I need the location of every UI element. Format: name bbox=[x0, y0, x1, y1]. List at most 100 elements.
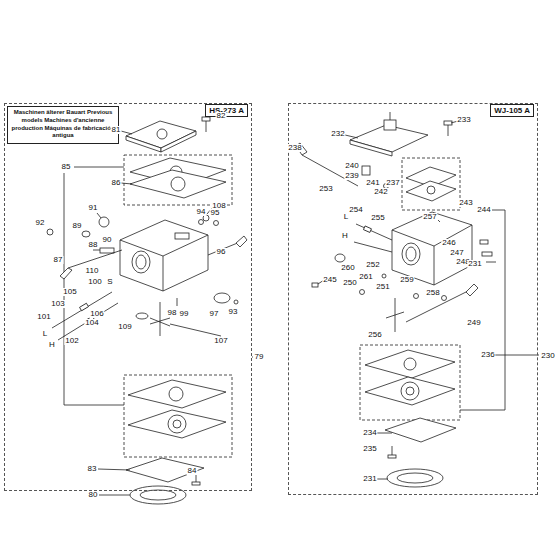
callout-number: 235 bbox=[362, 445, 377, 453]
callout-number: 92 bbox=[35, 219, 46, 227]
part-outline bbox=[100, 248, 114, 253]
callout-number: 251 bbox=[375, 283, 390, 291]
part-outline bbox=[68, 250, 122, 268]
part-outline bbox=[466, 284, 478, 296]
part-outline bbox=[460, 210, 505, 410]
callout-number: 87 bbox=[53, 256, 64, 264]
part-outline bbox=[163, 256, 164, 291]
callout-number: 83 bbox=[87, 465, 98, 473]
part-outline bbox=[388, 455, 396, 458]
callout-number: 249 bbox=[466, 319, 481, 327]
part-outline bbox=[136, 255, 146, 269]
part-outline bbox=[136, 313, 148, 319]
part-outline bbox=[58, 303, 118, 340]
callout-number: 97 bbox=[209, 310, 220, 318]
callout-number: 246 bbox=[441, 239, 456, 247]
part-outline bbox=[214, 293, 230, 303]
part-outline bbox=[406, 290, 470, 322]
callout-number: 98 bbox=[167, 309, 178, 317]
callout-number: 84 bbox=[187, 467, 198, 475]
part-outline bbox=[236, 236, 247, 247]
callout-number: 100 bbox=[87, 278, 102, 286]
callout-number: 96 bbox=[216, 248, 227, 256]
callout-number: 236 bbox=[480, 351, 495, 359]
part-outline bbox=[99, 217, 109, 227]
callout-number: L bbox=[343, 213, 349, 221]
callout-number: 239 bbox=[344, 172, 359, 180]
part-outline bbox=[157, 129, 167, 139]
right-carburetor bbox=[296, 112, 539, 487]
part-outline bbox=[121, 183, 132, 184]
part-outline bbox=[387, 469, 443, 487]
part-outline bbox=[52, 292, 112, 328]
part-outline bbox=[438, 220, 440, 222]
part-outline bbox=[98, 469, 130, 470]
part-outline bbox=[126, 458, 204, 482]
part-outline bbox=[365, 377, 455, 405]
part-outline bbox=[168, 415, 186, 433]
callout-number: 257 bbox=[422, 213, 437, 221]
part-outline bbox=[362, 166, 370, 175]
callout-number: 232 bbox=[330, 130, 345, 138]
part-outline bbox=[160, 302, 161, 336]
part-outline bbox=[392, 225, 472, 246]
callout-number: 231 bbox=[362, 475, 377, 483]
callout-number: 233 bbox=[456, 116, 471, 124]
part-outline bbox=[377, 479, 388, 480]
model-tab: HS-273 A bbox=[205, 104, 248, 117]
part-outline bbox=[124, 375, 232, 457]
callout-number: 243 bbox=[458, 199, 473, 207]
callout-number: 86 bbox=[111, 179, 122, 187]
part-outline bbox=[335, 254, 345, 262]
part-outline bbox=[171, 177, 185, 191]
model-tab: WJ-105 A bbox=[490, 104, 534, 117]
callout-number: 258 bbox=[425, 289, 440, 297]
callout-number: H bbox=[341, 232, 349, 240]
part-outline bbox=[130, 170, 226, 198]
part-outline bbox=[175, 233, 189, 239]
callout-number: 80 bbox=[88, 491, 99, 499]
part-outline bbox=[128, 410, 226, 438]
model-name: HS-273 A bbox=[209, 106, 244, 115]
part-outline bbox=[404, 358, 416, 370]
callout-number: 102 bbox=[64, 337, 79, 345]
part-outline bbox=[486, 262, 496, 263]
callout-number: 252 bbox=[365, 261, 380, 269]
callout-number: 110 bbox=[85, 267, 100, 275]
part-outline bbox=[121, 131, 132, 134]
part-outline bbox=[80, 303, 89, 311]
part-outline bbox=[434, 246, 435, 285]
part-outline bbox=[170, 324, 221, 336]
part-outline bbox=[350, 140, 392, 156]
part-outline bbox=[444, 121, 452, 125]
part-outline bbox=[495, 355, 539, 356]
callout-number: 105 bbox=[62, 288, 77, 296]
callout-number: 94 bbox=[196, 208, 207, 216]
part-outline bbox=[356, 224, 392, 240]
part-outline bbox=[234, 300, 238, 304]
part-outline bbox=[354, 242, 392, 252]
part-outline bbox=[385, 418, 456, 442]
part-outline bbox=[442, 296, 447, 301]
part-outline bbox=[390, 112, 391, 120]
part-outline bbox=[377, 433, 392, 434]
callout-number: 106 bbox=[89, 310, 104, 318]
part-outline bbox=[480, 240, 488, 244]
part-outline bbox=[208, 242, 240, 255]
part-outline bbox=[140, 490, 176, 500]
part-outline bbox=[363, 226, 371, 233]
part-outline bbox=[448, 124, 449, 136]
part-outline bbox=[192, 482, 200, 485]
part-outline bbox=[74, 167, 124, 168]
callout-number: 99 bbox=[179, 310, 190, 318]
callout-number: 240 bbox=[344, 162, 359, 170]
part-outline bbox=[392, 212, 472, 285]
callout-number: 82 bbox=[216, 112, 227, 120]
callout-number: 109 bbox=[117, 323, 132, 331]
note-box: Maschinen älterer Bauart Previous models… bbox=[7, 106, 119, 144]
part-outline bbox=[406, 387, 414, 395]
part-outline bbox=[414, 294, 419, 299]
part-outline bbox=[360, 290, 365, 295]
